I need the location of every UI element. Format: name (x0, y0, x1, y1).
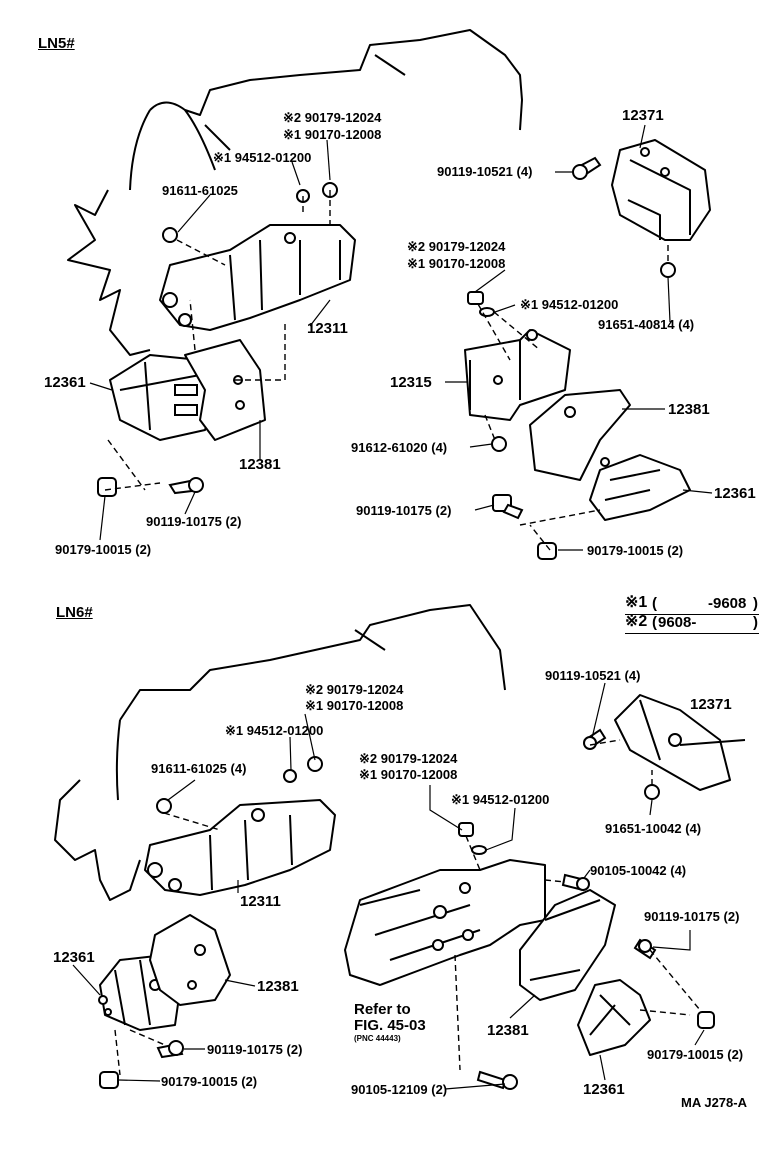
label-bottom-a-washer: ※1 94512-01200 (225, 723, 324, 738)
stopper-12381-bottom-right (519, 889, 616, 1001)
dashed-leaders-bottom-right (454, 835, 701, 1071)
hardware-bottom-left (99, 756, 323, 1089)
label-bottom-b-washer: ※1 94512-01200 (451, 792, 550, 807)
legend-paren-open-1: ( (652, 595, 657, 612)
label-top-a-nut-s2: ※2 90179-12024 (283, 110, 382, 125)
label-bottom-b-nut-right: 90179-10015 (2) (647, 1047, 744, 1062)
hardware-top-left (97, 182, 338, 497)
label-top-a-bolt-low: 90119-10175 (2) (146, 514, 242, 529)
legend-underline-2 (625, 633, 759, 634)
label-bottom-a-nut-low: 90179-10015 (2) (161, 1074, 258, 1089)
label-bottom-b-bolt-bottom: 90105-12109 (2) (351, 1082, 448, 1097)
section-title-ln5: LN5# (38, 35, 75, 52)
label-bottom-a-nut-s1: ※1 90170-12008 (305, 698, 404, 713)
legend-range-2: 9608- (658, 614, 697, 631)
label-leader-lines (72, 124, 713, 1090)
legend-paren-close-2: ) (753, 614, 758, 631)
label-bottom-a-nut-s2: ※2 90179-12024 (305, 682, 404, 697)
label-bottom-a-bolt: 91611-61025 (4) (151, 761, 247, 776)
label-refer-3: (PNC 44443) (354, 1034, 401, 1043)
legend-paren-open-2: ( (652, 614, 657, 631)
label-top-a-nut-low: 90179-10015 (2) (55, 542, 152, 557)
mount-12371-bottom (583, 694, 746, 800)
dashed-leaders-bottom-right-top (589, 739, 653, 785)
engine-bracket-12311-top (159, 224, 356, 331)
label-top-b-mount: 12371 (622, 107, 664, 124)
legend-symbol-1: ※1 (625, 594, 648, 611)
legend-paren-close-1: ) (753, 595, 758, 612)
label-bottom-b-nut-s1: ※1 90170-12008 (359, 767, 458, 782)
label-top-b-bolt-right: 91651-40814 (4) (598, 317, 695, 332)
insulator-12361-bottom-right (476, 873, 715, 1090)
label-top-b-stopper: 12381 (668, 401, 710, 418)
label-bottom-b-stopper: 12381 (487, 1022, 529, 1039)
dashed-leaders-bottom-left (114, 812, 221, 1076)
label-top-a-bolt: 91611-61025 (162, 183, 238, 198)
stopper-12381-top-right (529, 389, 631, 481)
label-top-b-nut-s1: ※1 90170-12008 (407, 256, 506, 271)
label-top-a-nut-s1: ※1 90170-12008 (283, 127, 382, 142)
stopper-12381-top (184, 339, 266, 441)
section-title-ln6: LN6# (56, 604, 93, 621)
label-top-b-nut-s2: ※2 90179-12024 (407, 239, 506, 254)
label-bottom-b-bolt-top: 90119-10521 (4) (545, 668, 641, 683)
label-bottom-b-bolt-right-2: 90119-10175 (2) (644, 909, 740, 924)
label-top-b-bolt: 91612-61020 (4) (351, 440, 448, 455)
legend-symbol-2: ※2 (625, 613, 648, 630)
label-top-b-bolt-top: 90119-10521 (4) (437, 164, 533, 179)
engine-outline-top (67, 29, 523, 356)
label-bottom-a-stopper: 12381 (257, 978, 299, 995)
label-top-b-bolt-low: 90119-10175 (2) (356, 503, 452, 518)
label-bottom-b-mount: 12371 (690, 696, 732, 713)
label-top-b-nut-low: 90179-10015 (2) (587, 543, 684, 558)
label-top-b-insulator: 12361 (714, 485, 756, 502)
label-bottom-b-bolt-right: 91651-10042 (4) (605, 821, 702, 836)
label-refer-2: FIG. 45-03 (354, 1017, 426, 1034)
label-bottom-b-insulator: 12361 (583, 1081, 625, 1098)
label-top-a-stopper: 12381 (239, 456, 281, 473)
engine-bracket-12311-bottom (144, 799, 336, 896)
label-bottom-a-bracket: 12311 (240, 893, 281, 910)
label-bottom-a-bolt-low: 90119-10175 (2) (207, 1042, 303, 1057)
label-top-a-washer: ※1 94512-01200 (213, 150, 312, 165)
transmission-bracket-bottom (344, 822, 546, 986)
legend-underline-1 (625, 614, 759, 615)
legend-range-1: -9608 (708, 595, 747, 612)
mount-12371-top (572, 139, 711, 278)
diagram-code: MA J278-A (681, 1095, 747, 1110)
engine-outline-bottom (54, 604, 506, 901)
label-bottom-b-nut-s2: ※2 90179-12024 (359, 751, 458, 766)
label-top-a-insulator: 12361 (44, 374, 86, 391)
stopper-12381-bottom (149, 914, 231, 1006)
label-bottom-a-insulator: 12361 (53, 949, 95, 966)
label-top-b-bracket: 12315 (390, 374, 432, 391)
label-refer-1: Refer to (354, 1001, 411, 1018)
dashed-leaders-top-left (104, 190, 331, 491)
label-top-b-washer: ※1 94512-01200 (520, 297, 619, 312)
dashed-leaders-top-right (477, 245, 669, 551)
label-top-a-bracket: 12311 (307, 320, 348, 337)
insulator-12361-top-right (492, 454, 691, 560)
label-bottom-b-bolt-mid: 90105-10042 (4) (590, 863, 687, 878)
